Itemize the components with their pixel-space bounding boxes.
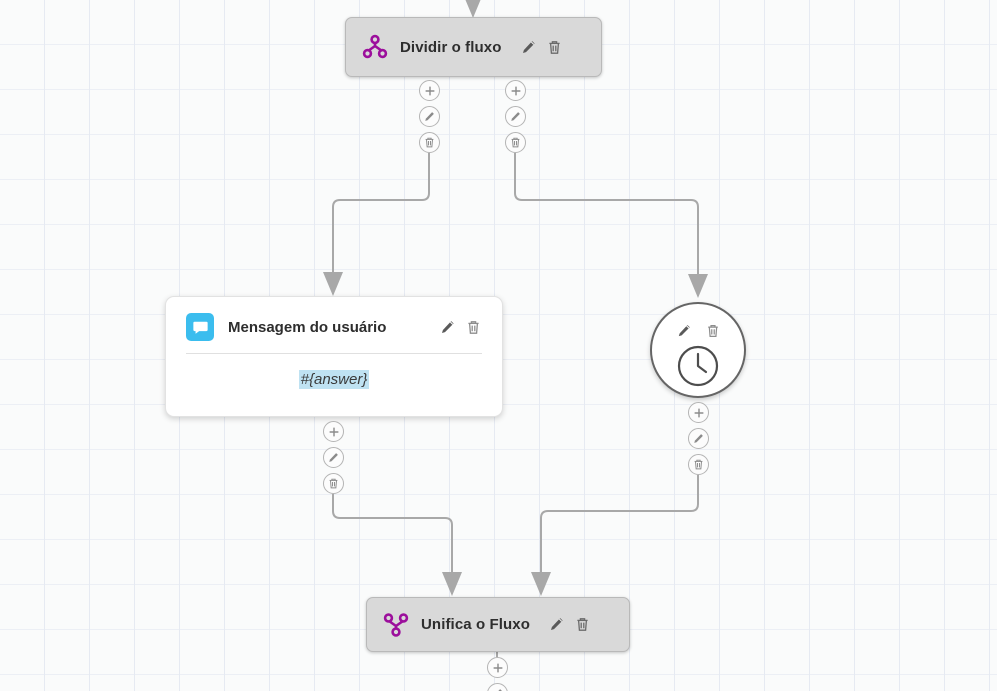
delete-connector-icon[interactable]	[505, 132, 526, 153]
add-node-icon[interactable]	[323, 421, 344, 442]
delete-connector-icon[interactable]	[688, 454, 709, 475]
split-flow-title: Dividir o fluxo	[400, 38, 502, 56]
delay-node-actions	[652, 322, 744, 339]
delete-connector-icon[interactable]	[419, 132, 440, 153]
edit-icon[interactable]	[548, 616, 565, 633]
split-left-handles[interactable]	[419, 80, 440, 153]
merge-flow-actions	[548, 616, 591, 633]
clock-icon	[676, 344, 720, 393]
chat-bubble-icon	[186, 313, 214, 341]
delete-icon[interactable]	[574, 616, 591, 633]
merge-flow-title: Unifica o Fluxo	[421, 616, 531, 633]
edit-icon[interactable]	[439, 319, 456, 336]
edge-split-left-to-message	[323, 153, 430, 296]
user-message-body: #{answer}	[166, 354, 502, 409]
delete-icon[interactable]	[704, 322, 721, 339]
card-divider	[186, 353, 482, 354]
edge-delay-to-merge	[531, 475, 699, 596]
add-node-icon[interactable]	[419, 80, 440, 101]
split-flow-actions	[520, 39, 563, 56]
split-flow-node[interactable]: Dividir o fluxo	[345, 17, 602, 77]
edit-icon[interactable]	[675, 322, 692, 339]
delete-icon[interactable]	[465, 319, 482, 336]
clock-icon-wrapper	[652, 344, 744, 393]
add-node-icon[interactable]	[505, 80, 526, 101]
delay-node[interactable]	[650, 302, 746, 398]
edit-connector-icon[interactable]	[688, 428, 709, 449]
edge-message-to-merge	[332, 494, 462, 596]
split-right-handles[interactable]	[505, 80, 526, 153]
edit-connector-icon[interactable]	[505, 106, 526, 127]
add-node-icon[interactable]	[487, 657, 508, 678]
delete-icon[interactable]	[546, 39, 563, 56]
delay-handles[interactable]	[688, 402, 709, 475]
merge-flow-node[interactable]: Unifica o Fluxo	[366, 597, 630, 652]
merge-handles[interactable]	[487, 657, 508, 691]
edit-connector-icon[interactable]	[487, 683, 508, 691]
edit-icon[interactable]	[520, 39, 537, 56]
edit-connector-icon[interactable]	[419, 106, 440, 127]
edge-split-right-to-delay	[514, 153, 708, 298]
merge-flow-icon	[383, 612, 409, 638]
add-node-icon[interactable]	[688, 402, 709, 423]
user-message-header: Mensagem do usuário	[166, 297, 502, 353]
delete-connector-icon[interactable]	[323, 473, 344, 494]
user-message-title: Mensagem do usuário	[228, 318, 387, 336]
split-flow-icon	[362, 34, 388, 60]
user-message-node[interactable]: Mensagem do usuário	[165, 296, 503, 417]
answer-variable-token[interactable]: #{answer}	[298, 370, 370, 389]
message-handles[interactable]	[323, 421, 344, 494]
user-message-actions	[439, 319, 482, 336]
edit-connector-icon[interactable]	[323, 447, 344, 468]
